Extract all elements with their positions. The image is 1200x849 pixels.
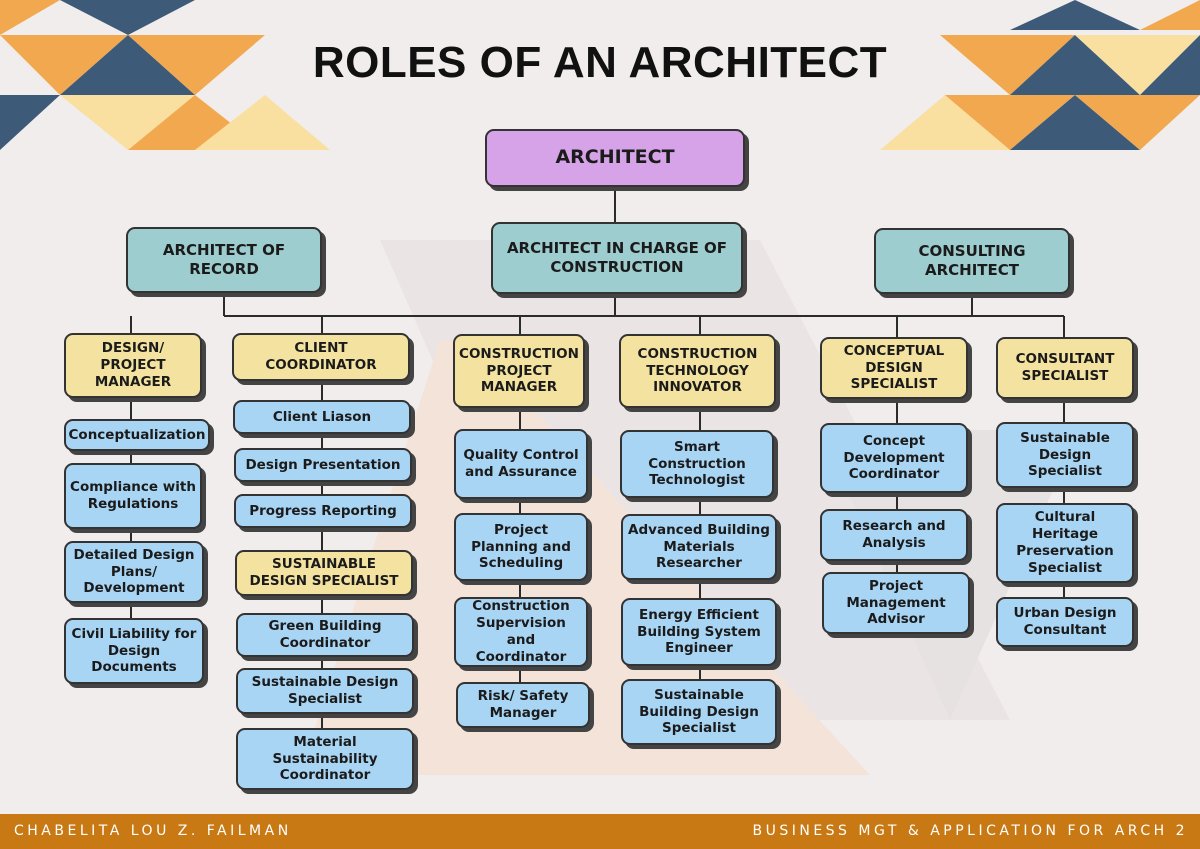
leaf-sustainable-design-specialist-2: Sustainable Design Specialist	[996, 422, 1134, 488]
leaf-smart-construction-technologist: Smart Construction Technologist	[620, 430, 774, 498]
leaf-risk-safety-manager: Risk/ Safety Manager	[456, 682, 590, 728]
node-architect-of-record: ARCHITECT OF RECORD	[126, 227, 322, 293]
leaf-design-presentation: Design Presentation	[234, 448, 412, 482]
head-client-coordinator: CLIENT COORDINATOR	[232, 333, 410, 381]
leaf-urban-design-consultant: Urban Design Consultant	[996, 597, 1134, 647]
leaf-project-management-advisor: Project Management Advisor	[822, 572, 970, 634]
head-consultant-specialist: CONSULTANT SPECIALIST	[996, 337, 1134, 399]
leaf-sustainable-design-specialist-1: Sustainable Design Specialist	[236, 668, 414, 714]
leaf-sustainable-building-design: Sustainable Building Design Specialist	[621, 679, 777, 745]
leaf-concept-development: Concept Development Coordinator	[820, 423, 968, 493]
leaf-energy-efficient-building: Energy Efficient Building System Enginee…	[621, 598, 777, 666]
node-architect: ARCHITECT	[485, 129, 745, 187]
leaf-progress-reporting: Progress Reporting	[234, 494, 412, 528]
leaf-civil-liability: Civil Liability for Design Documents	[64, 618, 204, 684]
node-consulting-architect: CONSULTING ARCHITECT	[874, 228, 1070, 294]
leaf-cultural-heritage-preservation: Cultural Heritage Preservation Specialis…	[996, 503, 1134, 583]
leaf-advanced-building-materials: Advanced Building Materials Researcher	[621, 514, 777, 580]
leaf-green-building-coordinator: Green Building Coordinator	[236, 613, 414, 657]
footer-bar	[0, 814, 1200, 849]
footer-course: BUSINESS MGT & APPLICATION FOR ARCH 2	[752, 823, 1188, 839]
head-design-project-manager: DESIGN/ PROJECT MANAGER	[64, 333, 202, 398]
head-sustainable-design-specialist: SUSTAINABLE DESIGN SPECIALIST	[235, 550, 413, 596]
leaf-compliance-with-regulations: Compliance with Regulations	[64, 463, 202, 529]
page-title: ROLES OF AN ARCHITECT	[312, 38, 888, 87]
leaf-client-liason: Client Liason	[233, 400, 411, 434]
head-conceptual-design-specialist: CONCEPTUAL DESIGN SPECIALIST	[820, 337, 968, 399]
head-construction-project-manager: CONSTRUCTION PROJECT MANAGER	[453, 334, 585, 408]
leaf-conceptualization: Conceptualization	[64, 419, 210, 451]
leaf-construction-supervision: Construction Supervision and Coordinator	[454, 597, 588, 667]
leaf-research-and-analysis: Research and Analysis	[820, 509, 968, 561]
leaf-project-planning: Project Planning and Scheduling	[454, 513, 588, 581]
leaf-quality-control: Quality Control and Assurance	[454, 429, 588, 499]
footer-author: CHABELITA LOU Z. FAILMAN	[14, 823, 292, 839]
leaf-detailed-design-plans: Detailed Design Plans/ Development	[64, 541, 204, 603]
leaf-material-sustainability-coordinator: Material Sustainability Coordinator	[236, 728, 414, 790]
head-construction-technology-innovator: CONSTRUCTION TECHNOLOGY INNOVATOR	[619, 334, 776, 408]
node-architect-in-charge-of-construction: ARCHITECT IN CHARGE OF CONSTRUCTION	[491, 222, 743, 294]
